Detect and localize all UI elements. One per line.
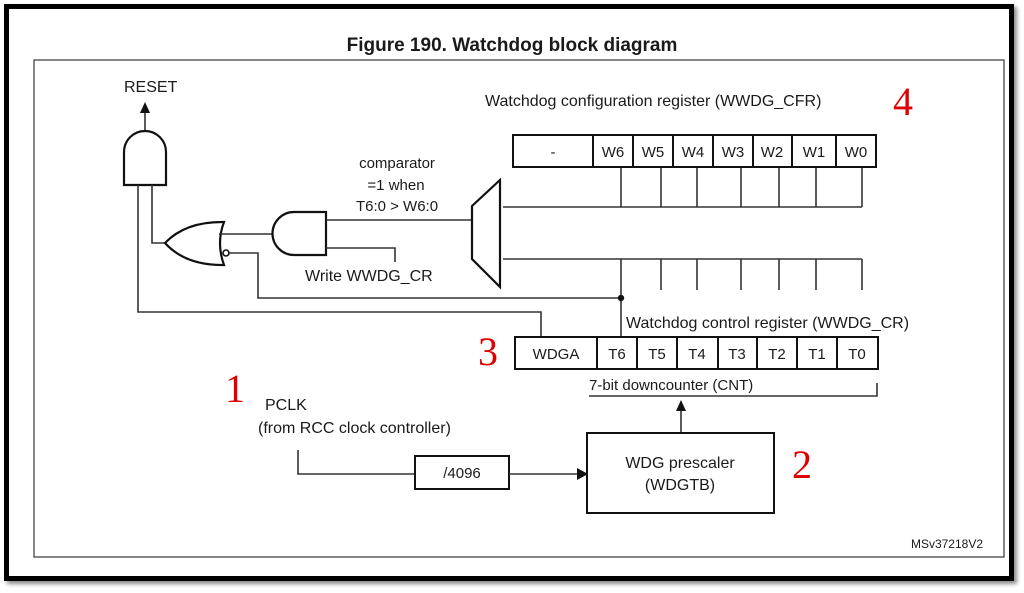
wire-pclk (297, 450, 415, 475)
prescaler-arrow-icon (577, 468, 588, 480)
cfr-cell-label: W3 (722, 144, 745, 161)
diagram-border (33, 59, 1005, 558)
reset-arrow-icon (140, 102, 150, 113)
write-wwdg-cr-label: Write WWDG_CR (305, 268, 433, 285)
wire-wdga (137, 185, 542, 337)
cr-cell-label: T2 (768, 346, 786, 363)
inverter-bubble-icon (222, 249, 230, 257)
cr-title: Watchdog control register (WWDG_CR) (626, 315, 909, 332)
downcounter-bracket (589, 383, 878, 397)
cr-cell-label: T0 (848, 346, 866, 363)
figure-id: MSv37218V2 (911, 537, 983, 551)
cfr-register: - W6 W5 W4 W3 W2 W1 W0 (512, 134, 877, 168)
cfr-cell-label: W0 (845, 144, 868, 161)
prescaler-label: WDG prescaler (625, 455, 735, 472)
cfr-cell (835, 134, 877, 168)
annotation-2: 2 (792, 442, 812, 487)
or-gate (163, 220, 226, 267)
cfr-bus (503, 167, 863, 208)
cfr-cell-label: W5 (642, 144, 665, 161)
cr-cell (756, 336, 798, 370)
cr-cell-label: T1 (808, 346, 826, 363)
cr-cell (636, 336, 678, 370)
counter-arrow-icon (676, 400, 686, 411)
cr-cell (717, 336, 758, 370)
annotation-1: 1 (225, 366, 245, 411)
comparator-block (470, 177, 502, 290)
and-gate-reset (122, 129, 168, 187)
prescaler-sub-label: (WDGTB) (645, 477, 715, 494)
cr-cell-label: T3 (728, 346, 746, 363)
cfr-cell (592, 134, 634, 168)
cr-register: WDGA T6 T5 T4 T3 T2 T1 T0 (514, 336, 879, 370)
divider-block (414, 455, 510, 490)
pclk-source-label: (from RCC clock controller) (258, 420, 451, 437)
and-gate-comparator (271, 210, 328, 257)
downcounter-label: 7-bit downcounter (CNT) (589, 377, 753, 394)
cfr-cell-label: W4 (682, 144, 705, 161)
annotation-3: 3 (478, 329, 498, 374)
cfr-cell-label: W1 (803, 144, 826, 161)
cr-cell-label: T6 (608, 346, 626, 363)
wire-write-cr (326, 247, 396, 262)
cr-cell-label: T5 (648, 346, 666, 363)
wire-t6-to-or (229, 252, 620, 299)
pclk-label: PCLK (265, 397, 307, 414)
cfr-cell-label: - (551, 144, 556, 161)
reset-label: RESET (124, 79, 178, 96)
cfr-title: Watchdog configuration register (WWDG_CF… (485, 93, 821, 110)
prescaler-block (586, 432, 775, 514)
comparator-label-2: =1 when (367, 177, 424, 194)
wire-or-to-and (151, 185, 165, 244)
figure-title: Figure 190. Watchdog block diagram (347, 35, 678, 56)
cfr-cell-label: W6 (602, 144, 625, 161)
cfr-cell-label: W2 (761, 144, 784, 161)
cr-cell-label: WDGA (533, 346, 580, 363)
comparator-label-3: T6:0 > W6:0 (356, 198, 438, 215)
cr-cell (836, 336, 879, 370)
cr-cell-label: T4 (688, 346, 706, 363)
annotation-4: 4 (893, 79, 913, 124)
divider-label: /4096 (443, 465, 481, 482)
comparator-label-1: comparator (359, 155, 435, 172)
junction-dot-icon (617, 294, 625, 302)
